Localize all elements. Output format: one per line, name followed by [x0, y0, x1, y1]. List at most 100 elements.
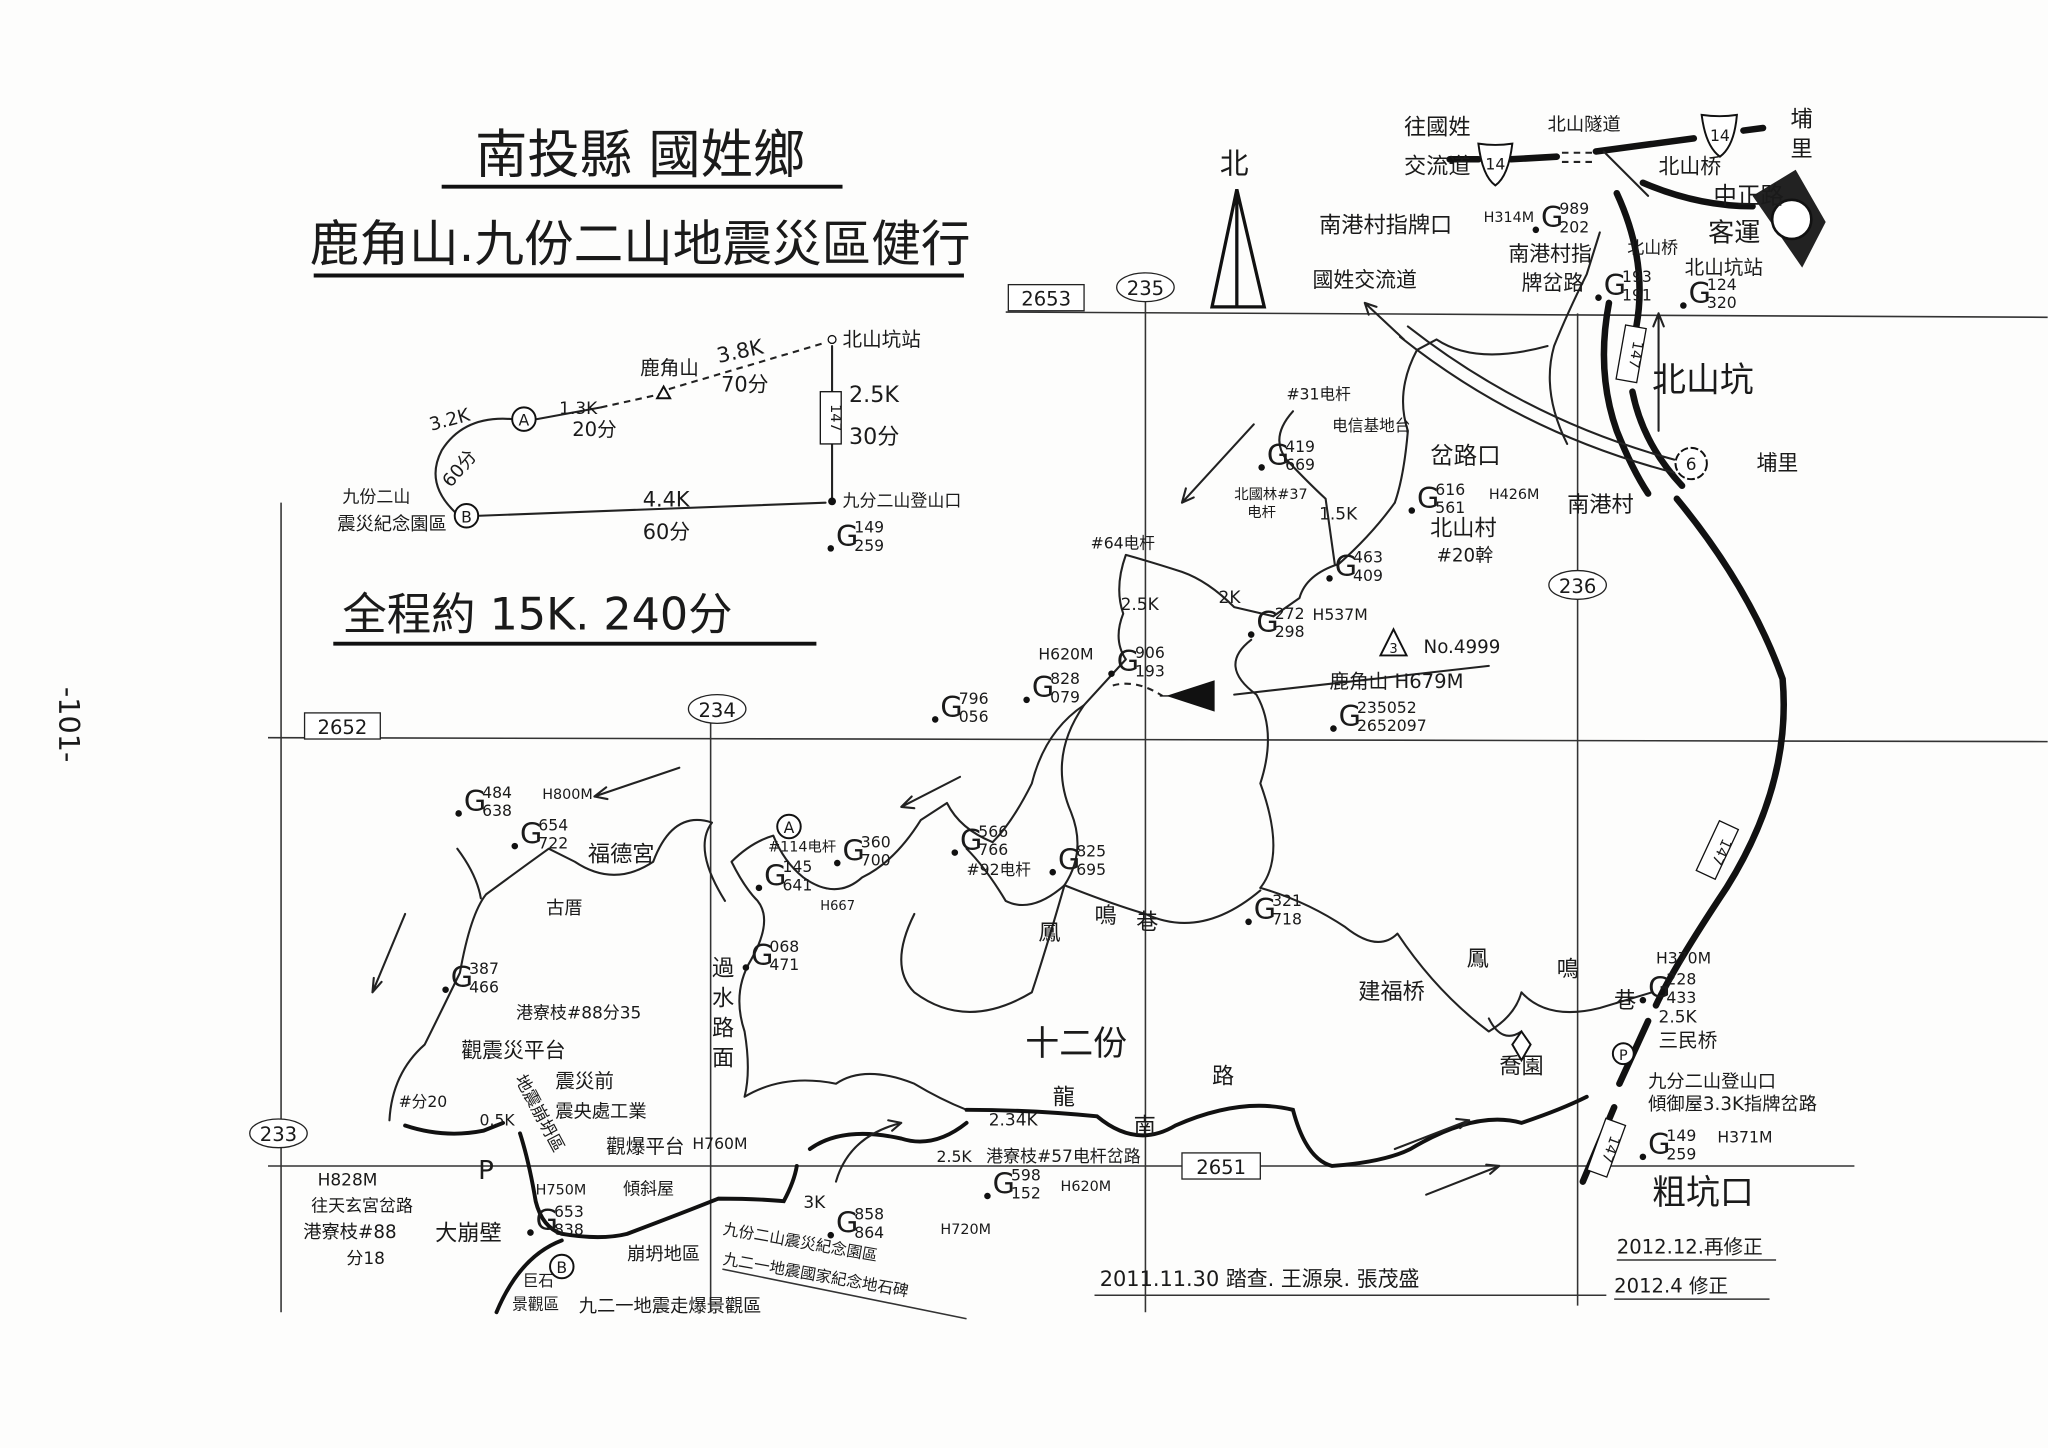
map-label: 电杆 [1247, 504, 1276, 521]
summary-trailhead-label: 九分二山登山口 [843, 492, 962, 512]
gps-northing: 320 [1707, 293, 1737, 312]
map-label: H370M [1656, 949, 1711, 968]
map-label: 北國林#37 [1234, 486, 1307, 503]
map-label: 2012.4 修正 [1614, 1275, 1728, 1298]
map-label: 牌岔路 [1521, 271, 1584, 295]
map-labels: 往國姓交流道北山隧道埔里北山桥中正路南港村指牌口南港村指牌岔路北山桥客運北山坑站… [303, 107, 1817, 1318]
map-label: 埔里 [1787, 107, 1813, 168]
road-147-sign [819, 391, 842, 445]
gps-prefix: G [843, 833, 865, 867]
gps-prefix: G [1058, 843, 1080, 877]
waypoint-b-icon [549, 1253, 575, 1280]
seg-b-a-distance: 3.2K [427, 405, 473, 436]
gps-prefix: G [764, 858, 786, 892]
road-147-label: 147 [827, 404, 843, 431]
map-label: H314M [1484, 210, 1535, 226]
road-14-shield-icon [1477, 142, 1514, 187]
waypoint-dot-icon [1595, 294, 1602, 301]
map-label: 2.5K [937, 1147, 973, 1166]
gps-easting: 858 [854, 1205, 884, 1224]
map-label: 南港村 [1567, 492, 1634, 518]
map-label: 2.5K [1659, 1007, 1698, 1027]
gps-easting: 463 [1353, 548, 1383, 567]
page-number: -101- [52, 687, 86, 763]
gps-prefix: G [1256, 605, 1278, 639]
waypoint-a-label: A [519, 411, 530, 430]
gps-prefix: G [520, 816, 542, 850]
waypoint-dot-icon [1326, 575, 1333, 582]
waypoint-dot-icon [1247, 631, 1255, 638]
map-waypoint-b-label: B [556, 1258, 567, 1277]
waypoint-dot-icon [827, 1231, 835, 1239]
map-label: #分20 [399, 1092, 448, 1111]
waypoint-a-icon [511, 406, 537, 432]
map-label: H720M [940, 1222, 991, 1238]
map-markers: A B 14 14 6 147 147 147 P P 3 [478, 113, 1826, 1280]
map-label: 2K [1219, 588, 1242, 608]
map-label: 1.5K [1319, 505, 1358, 525]
map-label: H800M [542, 787, 593, 803]
map-label: 九二一地震走爆景觀區 [579, 1296, 762, 1317]
map-label: H828M [318, 1171, 378, 1191]
grid-label-235: 235 [1127, 277, 1164, 300]
map-label: 震央處工業 [555, 1102, 646, 1123]
parking-label-west: P [478, 1156, 494, 1186]
gps-easting: 235052 [1357, 698, 1417, 717]
map-label: 岔路口 [1430, 442, 1501, 470]
map-label: 建福桥 [1358, 979, 1425, 1005]
seg-a-peak-time: 20分 [572, 418, 617, 441]
map-label: 鳴 [1557, 957, 1579, 983]
map-label: 北山村 [1430, 515, 1497, 541]
gps-northing: 259 [854, 536, 884, 555]
gps-prefix: G [1117, 644, 1139, 678]
gps-prefix: G [836, 519, 858, 553]
grid-label-2652: 2652 [318, 716, 368, 739]
gps-easting: 149 [854, 518, 884, 537]
road-147-sign: 147 147 147 [1586, 324, 1740, 1178]
map-label: 粗坑口 [1652, 1173, 1754, 1213]
gps-easting: 419 [1285, 437, 1315, 456]
map-label: 觀爆平台 [606, 1135, 684, 1158]
page-title: 南投縣 國姓鄉 [475, 125, 805, 185]
seg-station-trailhead-time: 30分 [849, 424, 899, 450]
gps-prefix: G [993, 1166, 1015, 1200]
map-label: #92电杆 [967, 860, 1032, 879]
seg-trailhead-b-distance: 4.4K [643, 488, 691, 512]
map-label: 十二份 [1025, 1024, 1127, 1064]
gps-northing: 2652097 [1357, 716, 1427, 735]
map-label: 港寮枝#57电杆岔路 [986, 1147, 1141, 1167]
summary-station-label: 北山坑站 [843, 328, 921, 351]
map-label: 北山桥 [1659, 155, 1722, 179]
map-label: 巨石 [523, 1271, 554, 1290]
gps-northing: 700 [861, 851, 891, 870]
seg-b-a-time: 60分 [439, 446, 482, 491]
gps-northing: 433 [1666, 988, 1696, 1007]
gps-northing: 838 [554, 1220, 584, 1239]
map-label: H667 [820, 899, 855, 914]
north-arrow-icon: 北 [1210, 147, 1267, 309]
gps-easting: 828 [1050, 669, 1080, 688]
gps-easting: 145 [782, 857, 812, 876]
road-6-label: 6 [1686, 455, 1697, 475]
map-label: 北山隧道 [1548, 115, 1621, 136]
map-label: 傾斜屋 [623, 1180, 674, 1200]
map-label: H620M [1061, 1179, 1112, 1195]
trails [388, 231, 1654, 1315]
map-label: 2012.12.再修正 [1617, 1235, 1763, 1258]
summit-flag-icon [1166, 680, 1215, 712]
map-label: 觀震災平台 [461, 1039, 565, 1063]
seg-peak-station-time: 70分 [721, 373, 769, 397]
gps-prefix: G [1032, 670, 1054, 704]
gps-prefix: G [1689, 276, 1711, 310]
grid-label-236: 236 [1559, 575, 1596, 598]
seg-trailhead-b-time: 60分 [643, 520, 691, 544]
triangulation-point-icon [1378, 627, 1409, 657]
map-label: 國姓交流道 [1313, 268, 1417, 292]
